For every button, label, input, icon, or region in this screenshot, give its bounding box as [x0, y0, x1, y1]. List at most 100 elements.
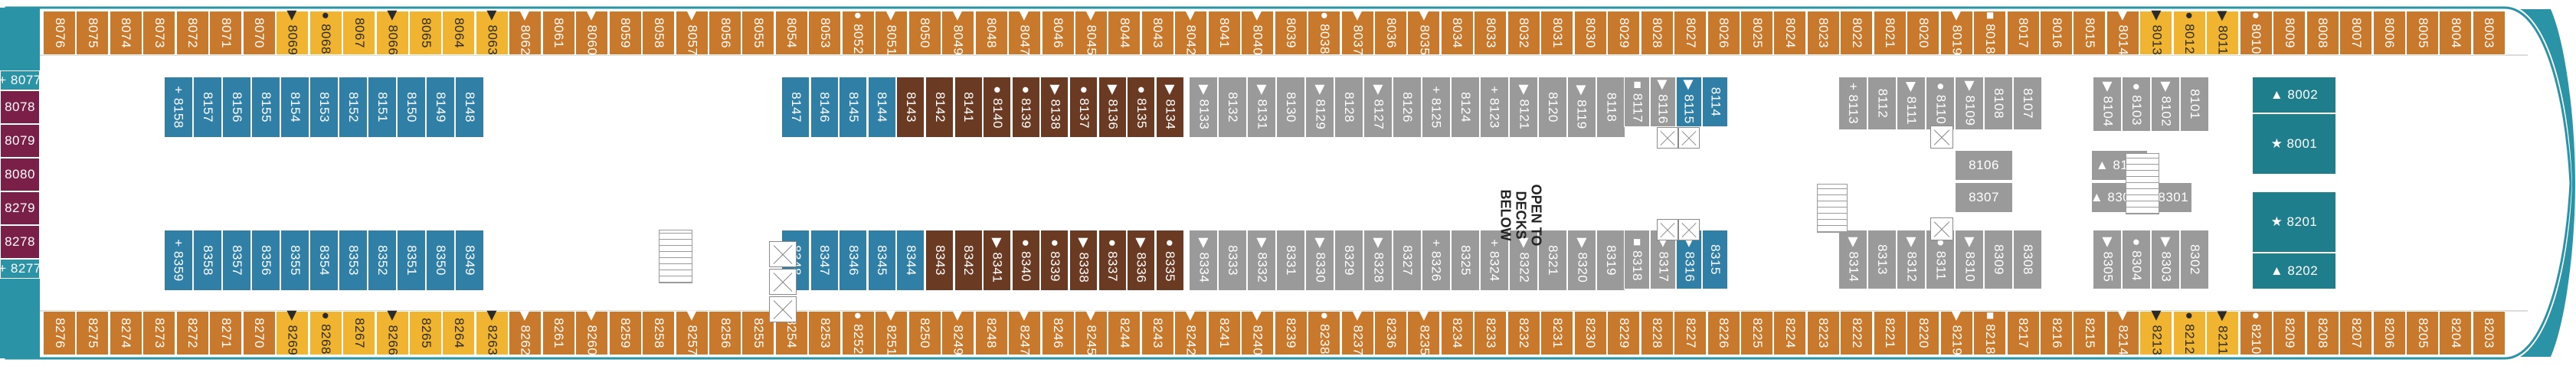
cabin-8258[interactable]: 8258: [642, 311, 676, 355]
cabin-8326[interactable]: + 8326: [1422, 230, 1451, 291]
cabin-8319[interactable]: 8319: [1596, 230, 1625, 291]
cabin-8313[interactable]: 8313: [1867, 230, 1897, 289]
cabin-8064[interactable]: 8064: [442, 11, 476, 55]
cabin-8303[interactable]: ▶ 8303: [2151, 230, 2180, 289]
cabin-8216[interactable]: 8216: [2040, 311, 2073, 355]
cabin-8309[interactable]: 8309: [1984, 230, 2013, 289]
cabin-8144[interactable]: 8144: [867, 77, 896, 138]
cabin-8117[interactable]: ■ 8117: [1624, 77, 1650, 127]
cabin-8057[interactable]: ▶ 8057: [675, 11, 709, 55]
cabin-8261[interactable]: 8261: [542, 311, 575, 355]
cabin-8231[interactable]: 8231: [1540, 311, 1574, 355]
cabin-8031[interactable]: 8031: [1540, 11, 1574, 55]
cabin-8225[interactable]: 8225: [1740, 311, 1773, 355]
cabin-8219[interactable]: ▶ 8219: [1939, 311, 1973, 355]
cabin-8131[interactable]: ▶ 8131: [1247, 77, 1276, 138]
cabin-8331[interactable]: 8331: [1276, 230, 1305, 291]
cabin-8203[interactable]: 8203: [2472, 311, 2506, 355]
cabin-8338[interactable]: ▶ 8338: [1069, 230, 1098, 291]
cabin-8202[interactable]: ▲ 8202: [2252, 253, 2336, 289]
cabin-8324[interactable]: + 8324: [1480, 230, 1509, 291]
cabin-8006[interactable]: 8006: [2372, 11, 2406, 55]
cabin-8067[interactable]: 8067: [342, 11, 376, 55]
cabin-8250[interactable]: 8250: [908, 311, 941, 355]
cabin-8244[interactable]: 8244: [1108, 311, 1141, 355]
cabin-8353[interactable]: 8353: [339, 230, 368, 291]
cabin-8004[interactable]: 8004: [2439, 11, 2473, 55]
cabin-8102[interactable]: ▶ 8102: [2151, 77, 2180, 132]
cabin-8265[interactable]: 8265: [408, 311, 442, 355]
cabin-8241[interactable]: 8241: [1207, 311, 1241, 355]
cabin-8115[interactable]: ▶ 8115: [1676, 77, 1702, 127]
cabin-8146[interactable]: 8146: [810, 77, 839, 138]
cabin-8126[interactable]: 8126: [1393, 77, 1422, 138]
cabin-8024[interactable]: 8024: [1773, 11, 1807, 55]
cabin-8345[interactable]: 8345: [867, 230, 896, 291]
cabin-8230[interactable]: 8230: [1573, 311, 1607, 355]
cabin-8002[interactable]: ▲ 8002: [2252, 77, 2336, 113]
cabin-8034[interactable]: 8034: [1440, 11, 1474, 55]
cabin-8312[interactable]: ▶ 8312: [1897, 230, 1926, 289]
cabin-8043[interactable]: 8043: [1141, 11, 1174, 55]
cabin-8137[interactable]: ● 8137: [1069, 77, 1098, 138]
cabin-8274[interactable]: 8274: [109, 311, 142, 355]
cabin-8350[interactable]: 8350: [426, 230, 455, 291]
cabin-8038[interactable]: ● 8038: [1308, 11, 1341, 55]
cabin-8059[interactable]: 8059: [608, 11, 642, 55]
cabin-8119[interactable]: ▶ 8119: [1567, 77, 1596, 138]
cabin-8352[interactable]: 8352: [368, 230, 397, 291]
cabin-8233[interactable]: 8233: [1474, 311, 1507, 355]
cabin-8336[interactable]: ▶ 8336: [1127, 230, 1156, 291]
cabin-8212[interactable]: ● 8212: [2172, 311, 2206, 355]
cabin-8210[interactable]: ● 8210: [2239, 311, 2273, 355]
cabin-8340[interactable]: ● 8340: [1011, 230, 1040, 291]
cabin-8204[interactable]: 8204: [2439, 311, 2473, 355]
cabin-8209[interactable]: 8209: [2273, 311, 2306, 355]
cabin-8302[interactable]: 8302: [2180, 230, 2209, 289]
cabin-8276[interactable]: 8276: [43, 311, 76, 355]
cabin-8052[interactable]: ● 8052: [841, 11, 875, 55]
cabin-8232[interactable]: 8232: [1507, 311, 1540, 355]
cabin-8218[interactable]: ■ 8218: [1973, 311, 2007, 355]
cabin-8118[interactable]: 8118: [1596, 77, 1625, 138]
cabin-8257[interactable]: ▶ 8257: [675, 311, 709, 355]
cabin-8030[interactable]: 8030: [1573, 11, 1607, 55]
cabin-8341[interactable]: ▶ 8341: [983, 230, 1012, 291]
cabin-8148[interactable]: 8148: [455, 77, 484, 138]
cabin-8330[interactable]: ▶ 8330: [1305, 230, 1334, 291]
cabin-8048[interactable]: 8048: [974, 11, 1008, 55]
cabin-8044[interactable]: 8044: [1108, 11, 1141, 55]
cabin-8304[interactable]: ● 8304: [2122, 230, 2151, 289]
cabin-8142[interactable]: 8142: [925, 77, 954, 138]
cabin-8248[interactable]: 8248: [974, 311, 1008, 355]
cabin-8042[interactable]: ▶ 8042: [1174, 11, 1208, 55]
cabin-8136[interactable]: ▶ 8136: [1098, 77, 1127, 138]
cabin-8154[interactable]: 8154: [280, 77, 309, 138]
cabin-8240[interactable]: ▶ 8240: [1241, 311, 1275, 355]
cabin-8349[interactable]: 8349: [455, 230, 484, 291]
cabin-8026[interactable]: 8026: [1707, 11, 1740, 55]
cabin-8278[interactable]: 8278: [0, 225, 40, 259]
cabin-8305[interactable]: ▶ 8305: [2093, 230, 2122, 289]
cabin-8075[interactable]: 8075: [76, 11, 110, 55]
cabin-8039[interactable]: 8039: [1274, 11, 1308, 55]
cabin-8220[interactable]: 8220: [1907, 311, 1940, 355]
cabin-8307[interactable]: 8307: [1955, 182, 2013, 213]
cabin-8275[interactable]: 8275: [76, 311, 110, 355]
cabin-8134[interactable]: ▶ 8134: [1155, 77, 1184, 138]
cabin-8141[interactable]: 8141: [954, 77, 983, 138]
cabin-8252[interactable]: ● 8252: [841, 311, 875, 355]
cabin-8228[interactable]: 8228: [1640, 311, 1674, 355]
cabin-8256[interactable]: 8256: [709, 311, 741, 355]
cabin-8214[interactable]: ▶ 8214: [2106, 311, 2139, 355]
cabin-8128[interactable]: 8128: [1334, 77, 1363, 138]
cabin-8066[interactable]: ▶ 8066: [375, 11, 409, 55]
cabin-8022[interactable]: 8022: [1840, 11, 1874, 55]
cabin-8071[interactable]: 8071: [209, 11, 243, 55]
cabin-8069[interactable]: ▶ 8069: [276, 11, 309, 55]
cabin-8023[interactable]: 8023: [1806, 11, 1840, 55]
cabin-8125[interactable]: + 8125: [1422, 77, 1451, 138]
cabin-8236[interactable]: 8236: [1374, 311, 1407, 355]
cabin-8267[interactable]: 8267: [342, 311, 376, 355]
cabin-8033[interactable]: 8033: [1474, 11, 1507, 55]
